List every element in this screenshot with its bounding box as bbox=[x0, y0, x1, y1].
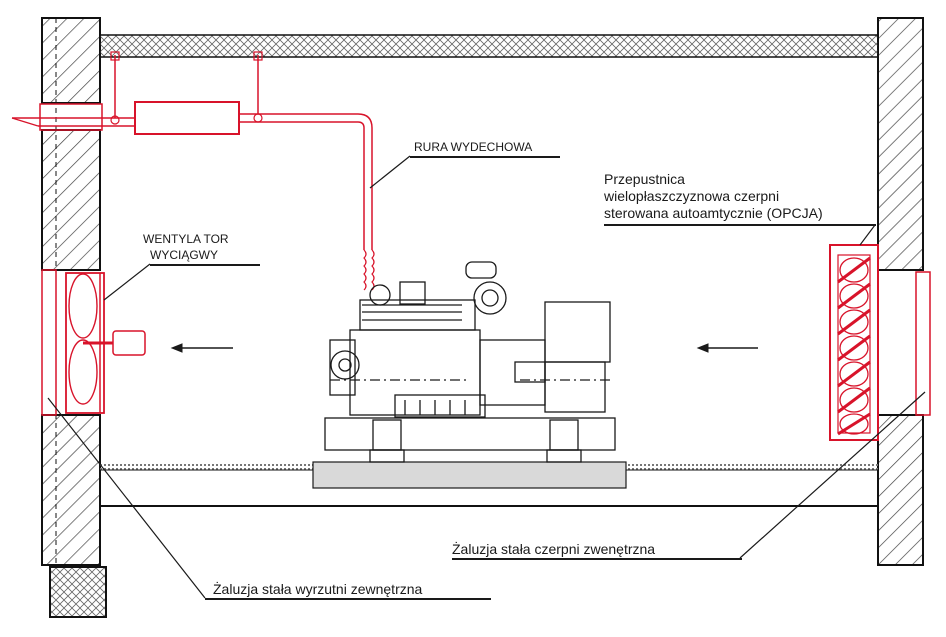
damper-label-line3: sterowana autoamtycznie (OPCJA) bbox=[604, 205, 823, 221]
intake-louvre-underline bbox=[452, 558, 742, 560]
exhaust-pipe bbox=[11, 51, 375, 291]
intake-louvre-label: Żaluzja stała czerpni zwenętrzna bbox=[452, 541, 656, 557]
damper-blades bbox=[837, 256, 871, 436]
exhaust-fan bbox=[41, 269, 146, 416]
ceiling-slab bbox=[99, 34, 879, 58]
right-wall bbox=[877, 17, 924, 566]
exhaust-pipe-underline bbox=[410, 156, 560, 158]
exhaust-louvre-label: Żaluzja stała wyrzutni zewnętrzna bbox=[213, 581, 423, 597]
fan-label-line1: WENTYLA TOR bbox=[143, 232, 229, 246]
exhaust-louvre-underline bbox=[205, 598, 491, 600]
leader-lines bbox=[47, 155, 926, 599]
damper-label-line2: wielopłaszczyznowa czerpni bbox=[604, 188, 780, 204]
airflow-arrow-icon bbox=[170, 343, 233, 353]
intake-damper bbox=[829, 244, 931, 441]
fan-label-line2: WYCIĄGWY bbox=[150, 248, 218, 262]
fan-label-underline bbox=[150, 264, 260, 266]
exhaust-pipe-label: RURA WYDECHOWA bbox=[414, 140, 533, 154]
generator-set bbox=[312, 261, 627, 489]
damper-label-line1: Przepustnica bbox=[604, 171, 685, 187]
damper-label-underline bbox=[604, 224, 876, 226]
airflow-arrow-icon bbox=[696, 343, 758, 353]
